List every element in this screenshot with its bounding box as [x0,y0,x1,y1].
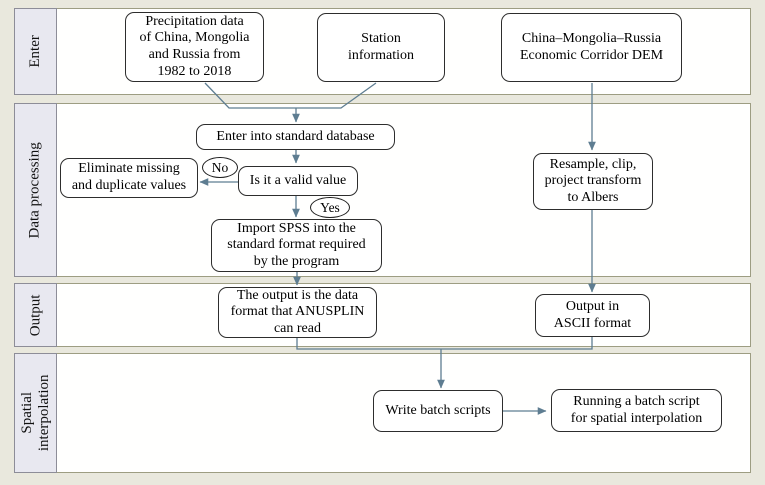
lane-label-enter-text: Enter [27,35,44,68]
lane-label-spatial-interpolation: Spatial interpolation [14,353,57,473]
node-precipitation-data: Precipitation data of China, Mongolia an… [125,12,264,82]
node-run-batch-script: Running a batch script for spatial inter… [551,389,722,432]
node-ascii-output: Output in ASCII format [535,294,650,337]
lane-label-spatial-interpolation-text: Spatial interpolation [18,374,52,452]
lane-label-data-processing-text: Data processing [27,141,44,239]
node-station-information: Station information [317,13,445,82]
decision-label-no: No [202,157,238,178]
node-resample-clip-project: Resample, clip, project transform to Alb… [533,153,653,210]
node-write-batch-scripts: Write batch scripts [373,390,503,432]
lane-label-enter: Enter [14,8,57,95]
decision-label-yes: Yes [310,197,350,218]
node-eliminate-values: Eliminate missing and duplicate values [60,158,198,198]
lane-label-output-text: Output [27,294,44,336]
node-economic-corridor-dem: China–Mongolia–Russia Economic Corridor … [501,13,682,82]
node-valid-value-check: Is it a valid value [238,166,358,196]
node-import-spss: Import SPSS into the standard format req… [211,219,382,272]
lane-label-data-processing: Data processing [14,103,57,277]
node-standard-database: Enter into standard database [196,124,395,150]
lane-label-output: Output [14,283,57,347]
node-anusplin-format: The output is the data format that ANUSP… [218,287,377,338]
